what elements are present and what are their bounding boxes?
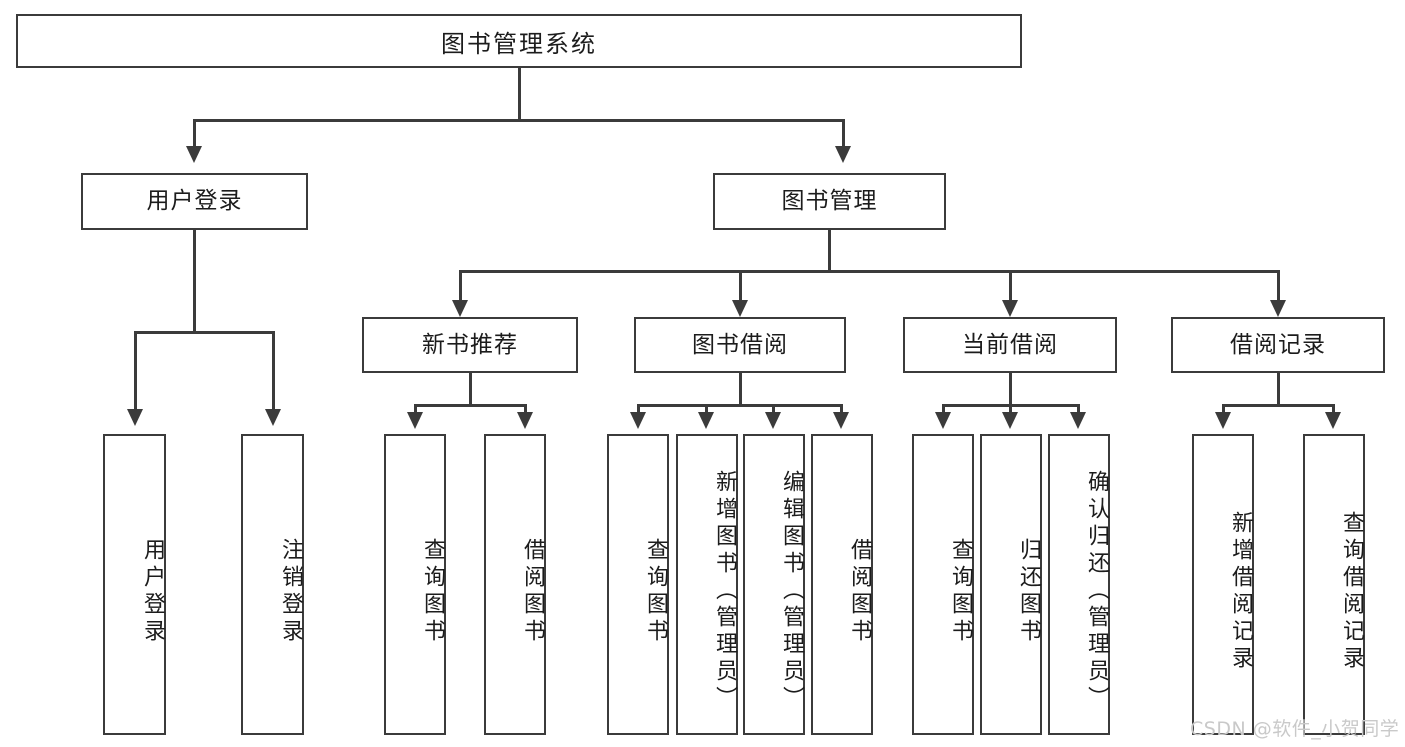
edge-book-manage-bus (459, 270, 1280, 273)
edge-book-borrow-drop-3 (772, 404, 775, 413)
leaf-new-book-rec-1[interactable]: 查询图书 (384, 434, 446, 735)
edge-root-bus (193, 119, 844, 122)
leaf-borrow-record-1[interactable]: 新增借阅记录 (1192, 434, 1254, 735)
arrow-root-to-book-manage (835, 146, 851, 163)
edge-new-book-rec-drop-1 (414, 404, 417, 413)
node-label: 图书管理 (781, 188, 878, 215)
arrow-book-manage-to-current-borrow (1002, 300, 1018, 317)
edge-book-manage-stem (828, 230, 831, 272)
node-label: 新书推荐 (422, 331, 518, 358)
node-book-borrow[interactable]: 图书借阅 (634, 317, 846, 373)
arrow-book-manage-to-new-book-rec (452, 300, 468, 317)
arrow-current-borrow-to-leaf-3 (1070, 412, 1086, 429)
leaf-current-borrow-3[interactable]: 确认归还（管理员） (1048, 434, 1110, 735)
edge-root-drop-user-login (193, 119, 196, 147)
node-label: 查询图书 (948, 537, 973, 646)
edge-root-stem (518, 68, 521, 121)
edge-user-login-drop-1 (134, 331, 137, 410)
edge-root-drop-book-manage (842, 119, 845, 147)
arrow-book-borrow-to-leaf-4 (833, 412, 849, 429)
arrow-book-borrow-to-leaf-2 (698, 412, 714, 429)
edge-borrow-record-drop-2 (1332, 404, 1335, 413)
leaf-user-login-1[interactable]: 用户登录 (103, 434, 166, 735)
node-label: 借阅记录 (1230, 331, 1326, 358)
edge-current-borrow-stem (1009, 373, 1012, 406)
leaf-user-login-2[interactable]: 注销登录 (241, 434, 304, 735)
arrow-borrow-record-to-leaf-2 (1325, 412, 1341, 429)
edge-book-borrow-drop-1 (637, 404, 640, 413)
node-label: 当前借阅 (962, 331, 1058, 358)
node-label: 确认归还（管理员） (1084, 470, 1109, 713)
node-label: 图书借阅 (692, 331, 788, 358)
arrow-root-to-user-login (186, 146, 202, 163)
node-label: 归还图书 (1016, 537, 1041, 646)
leaf-current-borrow-2[interactable]: 归还图书 (980, 434, 1042, 735)
arrow-borrow-record-to-leaf-1 (1215, 412, 1231, 429)
node-label: 查询图书 (420, 537, 445, 646)
edge-current-borrow-drop-2 (1009, 404, 1012, 413)
edge-book-manage-drop-current-borrow (1009, 270, 1012, 301)
node-label: 查询借阅记录 (1339, 510, 1364, 673)
node-borrow-record[interactable]: 借阅记录 (1171, 317, 1385, 373)
leaf-current-borrow-1[interactable]: 查询图书 (912, 434, 974, 735)
edge-book-borrow-bus (637, 404, 842, 407)
node-label: 图书管理系统 (441, 29, 597, 58)
edge-borrow-record-stem (1277, 373, 1280, 406)
leaf-new-book-rec-2[interactable]: 借阅图书 (484, 434, 546, 735)
edge-book-borrow-stem (739, 373, 742, 406)
edge-new-book-rec-drop-2 (524, 404, 527, 413)
arrow-book-manage-to-book-borrow (732, 300, 748, 317)
arrow-book-borrow-to-leaf-3 (765, 412, 781, 429)
leaf-book-borrow-1[interactable]: 查询图书 (607, 434, 669, 735)
edge-borrow-record-bus (1222, 404, 1335, 407)
edge-book-manage-drop-borrow-record (1277, 270, 1280, 301)
edge-user-login-drop-2 (272, 331, 275, 410)
arrow-user-login-to-leaf-1 (127, 409, 143, 426)
edge-new-book-rec-bus (414, 404, 527, 407)
node-label: 用户登录 (146, 188, 243, 215)
leaf-book-borrow-3[interactable]: 编辑图书（管理员） (743, 434, 805, 735)
arrow-new-book-rec-to-leaf-1 (407, 412, 423, 429)
node-label: 注销登录 (278, 537, 303, 646)
edge-book-manage-drop-new-book-rec (459, 270, 462, 301)
leaf-borrow-record-2[interactable]: 查询借阅记录 (1303, 434, 1365, 735)
edge-user-login-bus (134, 331, 274, 334)
edge-borrow-record-drop-1 (1222, 404, 1225, 413)
edge-book-borrow-drop-4 (840, 404, 843, 413)
edge-user-login-stem (193, 230, 196, 333)
csdn-watermark: CSDN @软件_小贺同学 (1190, 718, 1400, 740)
arrow-new-book-rec-to-leaf-2 (517, 412, 533, 429)
node-label: 用户登录 (140, 537, 165, 646)
leaf-book-borrow-2[interactable]: 新增图书（管理员） (676, 434, 738, 735)
node-new-book-rec[interactable]: 新书推荐 (362, 317, 578, 373)
arrow-book-manage-to-borrow-record (1270, 300, 1286, 317)
node-user-login[interactable]: 用户登录 (81, 173, 308, 230)
node-label: 新增借阅记录 (1228, 510, 1253, 673)
edge-book-borrow-drop-2 (705, 404, 708, 413)
node-label: 借阅图书 (847, 537, 872, 646)
arrow-user-login-to-leaf-2 (265, 409, 281, 426)
edge-current-borrow-drop-3 (1077, 404, 1080, 413)
node-label: 借阅图书 (520, 537, 545, 646)
node-root-system[interactable]: 图书管理系统 (16, 14, 1022, 68)
arrow-book-borrow-to-leaf-1 (630, 412, 646, 429)
node-label: 编辑图书（管理员） (779, 470, 804, 713)
node-label: 新增图书（管理员） (712, 470, 737, 713)
edge-book-manage-drop-book-borrow (739, 270, 742, 301)
node-current-borrow[interactable]: 当前借阅 (903, 317, 1117, 373)
node-label: 查询图书 (643, 537, 668, 646)
arrow-current-borrow-to-leaf-1 (935, 412, 951, 429)
leaf-book-borrow-4[interactable]: 借阅图书 (811, 434, 873, 735)
edge-current-borrow-drop-1 (942, 404, 945, 413)
arrow-current-borrow-to-leaf-2 (1002, 412, 1018, 429)
node-book-manage[interactable]: 图书管理 (713, 173, 946, 230)
edge-new-book-rec-stem (469, 373, 472, 406)
